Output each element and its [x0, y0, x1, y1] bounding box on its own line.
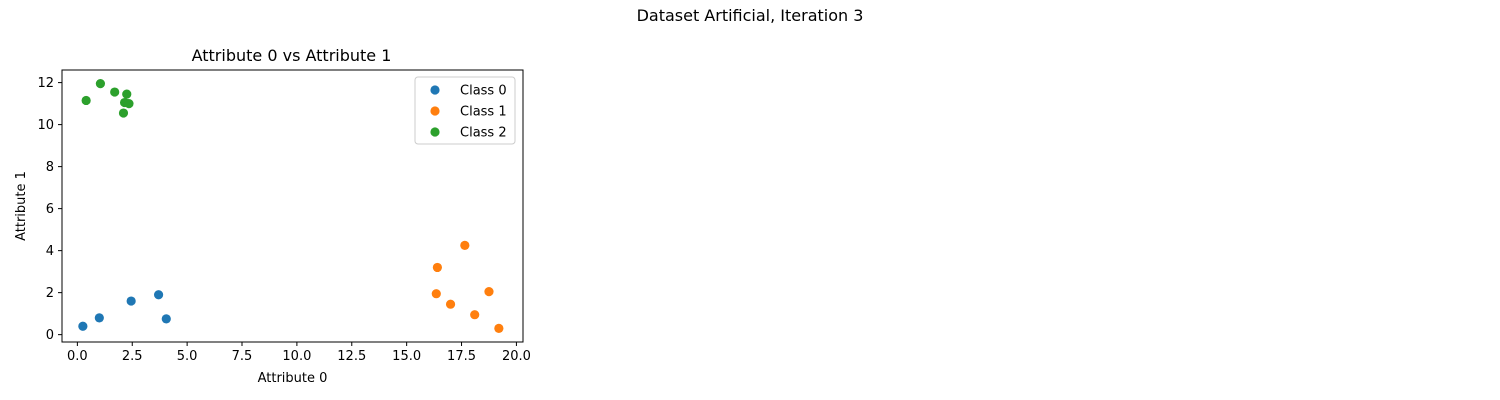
- legend-frame: [414, 76, 516, 145]
- data-point-class-1: [494, 323, 504, 333]
- data-point-class-0: [153, 290, 164, 300]
- data-point-class-0: [126, 296, 136, 306]
- x-tick-label: 12.5: [337, 349, 366, 364]
- legend-marker: [430, 85, 440, 95]
- data-point-class-0: [161, 314, 171, 324]
- x-tick-label: 5.0: [177, 349, 198, 364]
- x-tick-label: 2.5: [122, 349, 143, 364]
- data-point-class-2: [118, 108, 129, 118]
- data-point-class-2: [110, 87, 120, 97]
- data-point-class-1: [484, 286, 494, 297]
- x-tick-label: 0.0: [67, 349, 88, 364]
- y-tick-label: 12: [37, 76, 54, 91]
- x-tick-label: 20.0: [502, 349, 531, 364]
- legend-label: Class 1: [460, 105, 507, 120]
- x-axis-label: Attribute 0: [258, 371, 328, 386]
- data-point-class-1: [460, 240, 470, 250]
- legend: Class 0 Class 1 Class 2: [414, 76, 516, 145]
- plot-frame: [61, 69, 524, 343]
- legend-label: Class 2: [460, 126, 507, 141]
- x-tick-label: 7.5: [232, 349, 253, 364]
- y-tick-label: 8: [46, 160, 54, 175]
- data-point-class-1: [432, 262, 442, 273]
- x-tick-label: 10.0: [282, 349, 311, 364]
- y-tick-label: 4: [46, 244, 54, 259]
- data-point-class-2: [95, 79, 106, 89]
- axis-ticks: 0.0 2.5 5.0 7.5 10.0 12.5 15.0 17.5 20.0 0 2 4 6 8 10 1…: [37, 76, 530, 364]
- series-class-2: [81, 79, 134, 118]
- figure-suptitle: Dataset Artificial, Iteration 3: [637, 6, 864, 25]
- legend-marker: [430, 127, 440, 137]
- y-axis-label: Attribute 1: [14, 171, 29, 241]
- data-points: [78, 79, 504, 333]
- legend-marker: [430, 106, 440, 116]
- data-point-class-0: [94, 313, 104, 323]
- x-tick-label: 17.5: [447, 349, 476, 364]
- y-tick-label: 6: [46, 202, 54, 217]
- y-tick-label: 0: [46, 328, 54, 343]
- series-class-1: [431, 240, 504, 333]
- data-point-class-1: [470, 310, 480, 320]
- data-point-class-2: [124, 99, 134, 109]
- legend-label: Class 0: [460, 84, 507, 99]
- y-tick-label: 10: [37, 118, 54, 133]
- data-point-class-1: [431, 289, 441, 299]
- y-tick-label: 2: [46, 286, 54, 301]
- x-tick-label: 15.0: [392, 349, 421, 364]
- series-class-0: [78, 290, 171, 331]
- data-point-class-2: [122, 89, 132, 99]
- chart-title: Attribute 0 vs Attribute 1: [192, 46, 392, 65]
- data-point-class-0: [78, 321, 88, 331]
- scatter-axes: Attribute 0 vs Attribute 1 0.0 2.5 5.0 7.5 1…: [14, 46, 531, 386]
- data-point-class-2: [81, 95, 91, 106]
- data-point-class-1: [445, 299, 456, 309]
